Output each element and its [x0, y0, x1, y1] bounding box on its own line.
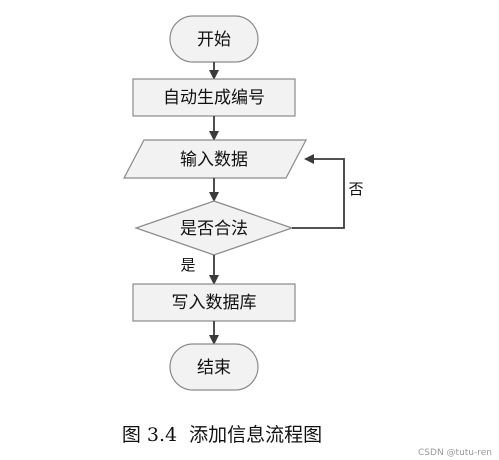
- end-shape: [169, 343, 259, 391]
- input-data-label: 输入数据: [180, 150, 248, 170]
- validate-label: 是否合法: [180, 219, 248, 239]
- edge-label-yes: 是: [180, 256, 195, 274]
- generate-id-node: 自动生成编号: [132, 78, 296, 117]
- arrow-validate-no-loop: [292, 154, 345, 229]
- generate-id-label: 自动生成编号: [163, 88, 265, 108]
- input-data-node: 输入数据: [123, 139, 307, 179]
- end-label: 结束: [197, 358, 231, 378]
- validate-node: 是否合法: [134, 200, 294, 256]
- csdn-watermark: CSDN @tutu-ren: [418, 448, 492, 458]
- write-db-shape: [132, 283, 296, 322]
- edge-label-no: 否: [348, 180, 363, 198]
- figure-caption: 图 3.4 添加信息流程图: [122, 424, 322, 446]
- write-db-label: 写入数据库: [172, 293, 257, 313]
- start-label: 开始: [197, 30, 231, 50]
- end-node: 结束: [169, 343, 259, 391]
- start-node: 开始: [169, 15, 259, 63]
- generate-id-shape: [132, 78, 296, 117]
- input-data-shape: [123, 139, 307, 179]
- write-db-node: 写入数据库: [132, 283, 296, 322]
